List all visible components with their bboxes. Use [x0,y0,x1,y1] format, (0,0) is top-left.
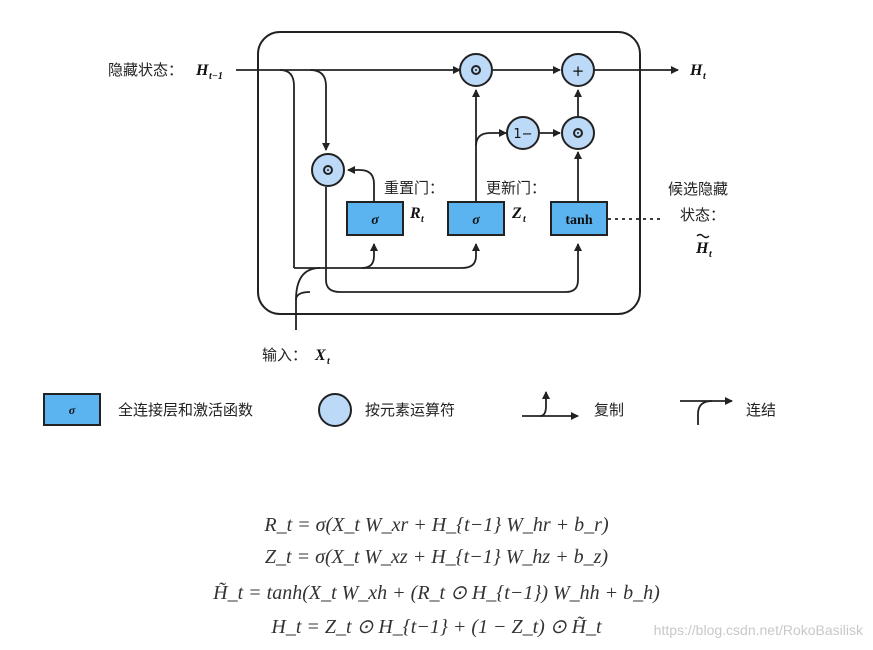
hidden-state-label: 隐藏状态： [108,61,183,79]
svg-text:tanh: tanh [565,213,592,228]
legend-copy-label: 复制 [594,401,624,419]
svg-text:σ: σ [371,213,379,228]
h-prev-label: H [195,62,209,79]
plus-op: + [561,53,595,87]
update-gate-label: 更新门： [486,179,546,197]
reset-gate-label: 重置门： [384,179,444,197]
h-tilde-label: H [695,240,709,257]
gru-diagram: + 1− σ σ tanh 隐藏状态： H t−1 H t 重置门： R t 更… [43,31,776,427]
h-tilde-sub: t [709,249,713,260]
equation-update: Z_t = σ(X_t W_xz + H_{t−1} W_hz + b_z) [264,546,609,568]
h-prev-sub: t−1 [209,71,223,82]
x-label: X [314,347,326,364]
h-out-sub: t [703,71,707,82]
z-label: Z [511,205,522,222]
h-out-label: H [689,62,703,79]
odot-mid-op [561,116,595,150]
r-sub: t [421,214,425,225]
svg-text:1−: 1− [513,127,532,142]
z-sub: t [523,214,527,225]
tanh-block: tanh [550,201,608,236]
one-minus-op: 1− [506,116,540,150]
legend-fc-label: 全连接层和激活函数 [118,401,253,419]
legend-concat-label: 连结 [746,401,776,419]
update-gate-block: σ [447,201,505,236]
legend-op-label: 按元素运算符 [365,401,455,419]
input-label: 输入： [262,346,307,364]
svg-text:+: + [572,62,585,80]
candidate-label-1: 候选隐藏 [668,180,728,198]
gru-cell-box [257,31,641,315]
svg-text:σ: σ [472,213,480,228]
svg-text:σ: σ [69,403,76,417]
legend-fc-swatch [43,393,101,426]
legend: σ 全连接层和激活函数 按元素运算符 复制 连结 [43,391,776,427]
legend-op-swatch [318,393,352,427]
reset-gate-block: σ [346,201,404,236]
odot-top-op [459,53,493,87]
legend-concat-icon [680,397,733,425]
candidate-label-2: 状态： [680,206,725,224]
equation-reset: R_t = σ(X_t W_xr + H_{t−1} W_hr + b_r) [264,514,609,536]
legend-copy-icon [522,391,579,420]
connections [236,66,679,330]
watermark: https://blog.csdn.net/RokoBasilisk [653,622,863,638]
r-label: R [409,205,421,222]
equation-hidden: H_t = Z_t ⊙ H_{t−1} + (1 − Z_t) ⊙ H̃_t [271,616,602,638]
odot-reset-op [311,153,345,187]
x-sub: t [327,356,331,367]
equation-candidate: H̃_t = tanh(X_t W_xh + (R_t ⊙ H_{t−1}) W… [213,582,660,604]
h-tilde-mark [696,233,710,239]
